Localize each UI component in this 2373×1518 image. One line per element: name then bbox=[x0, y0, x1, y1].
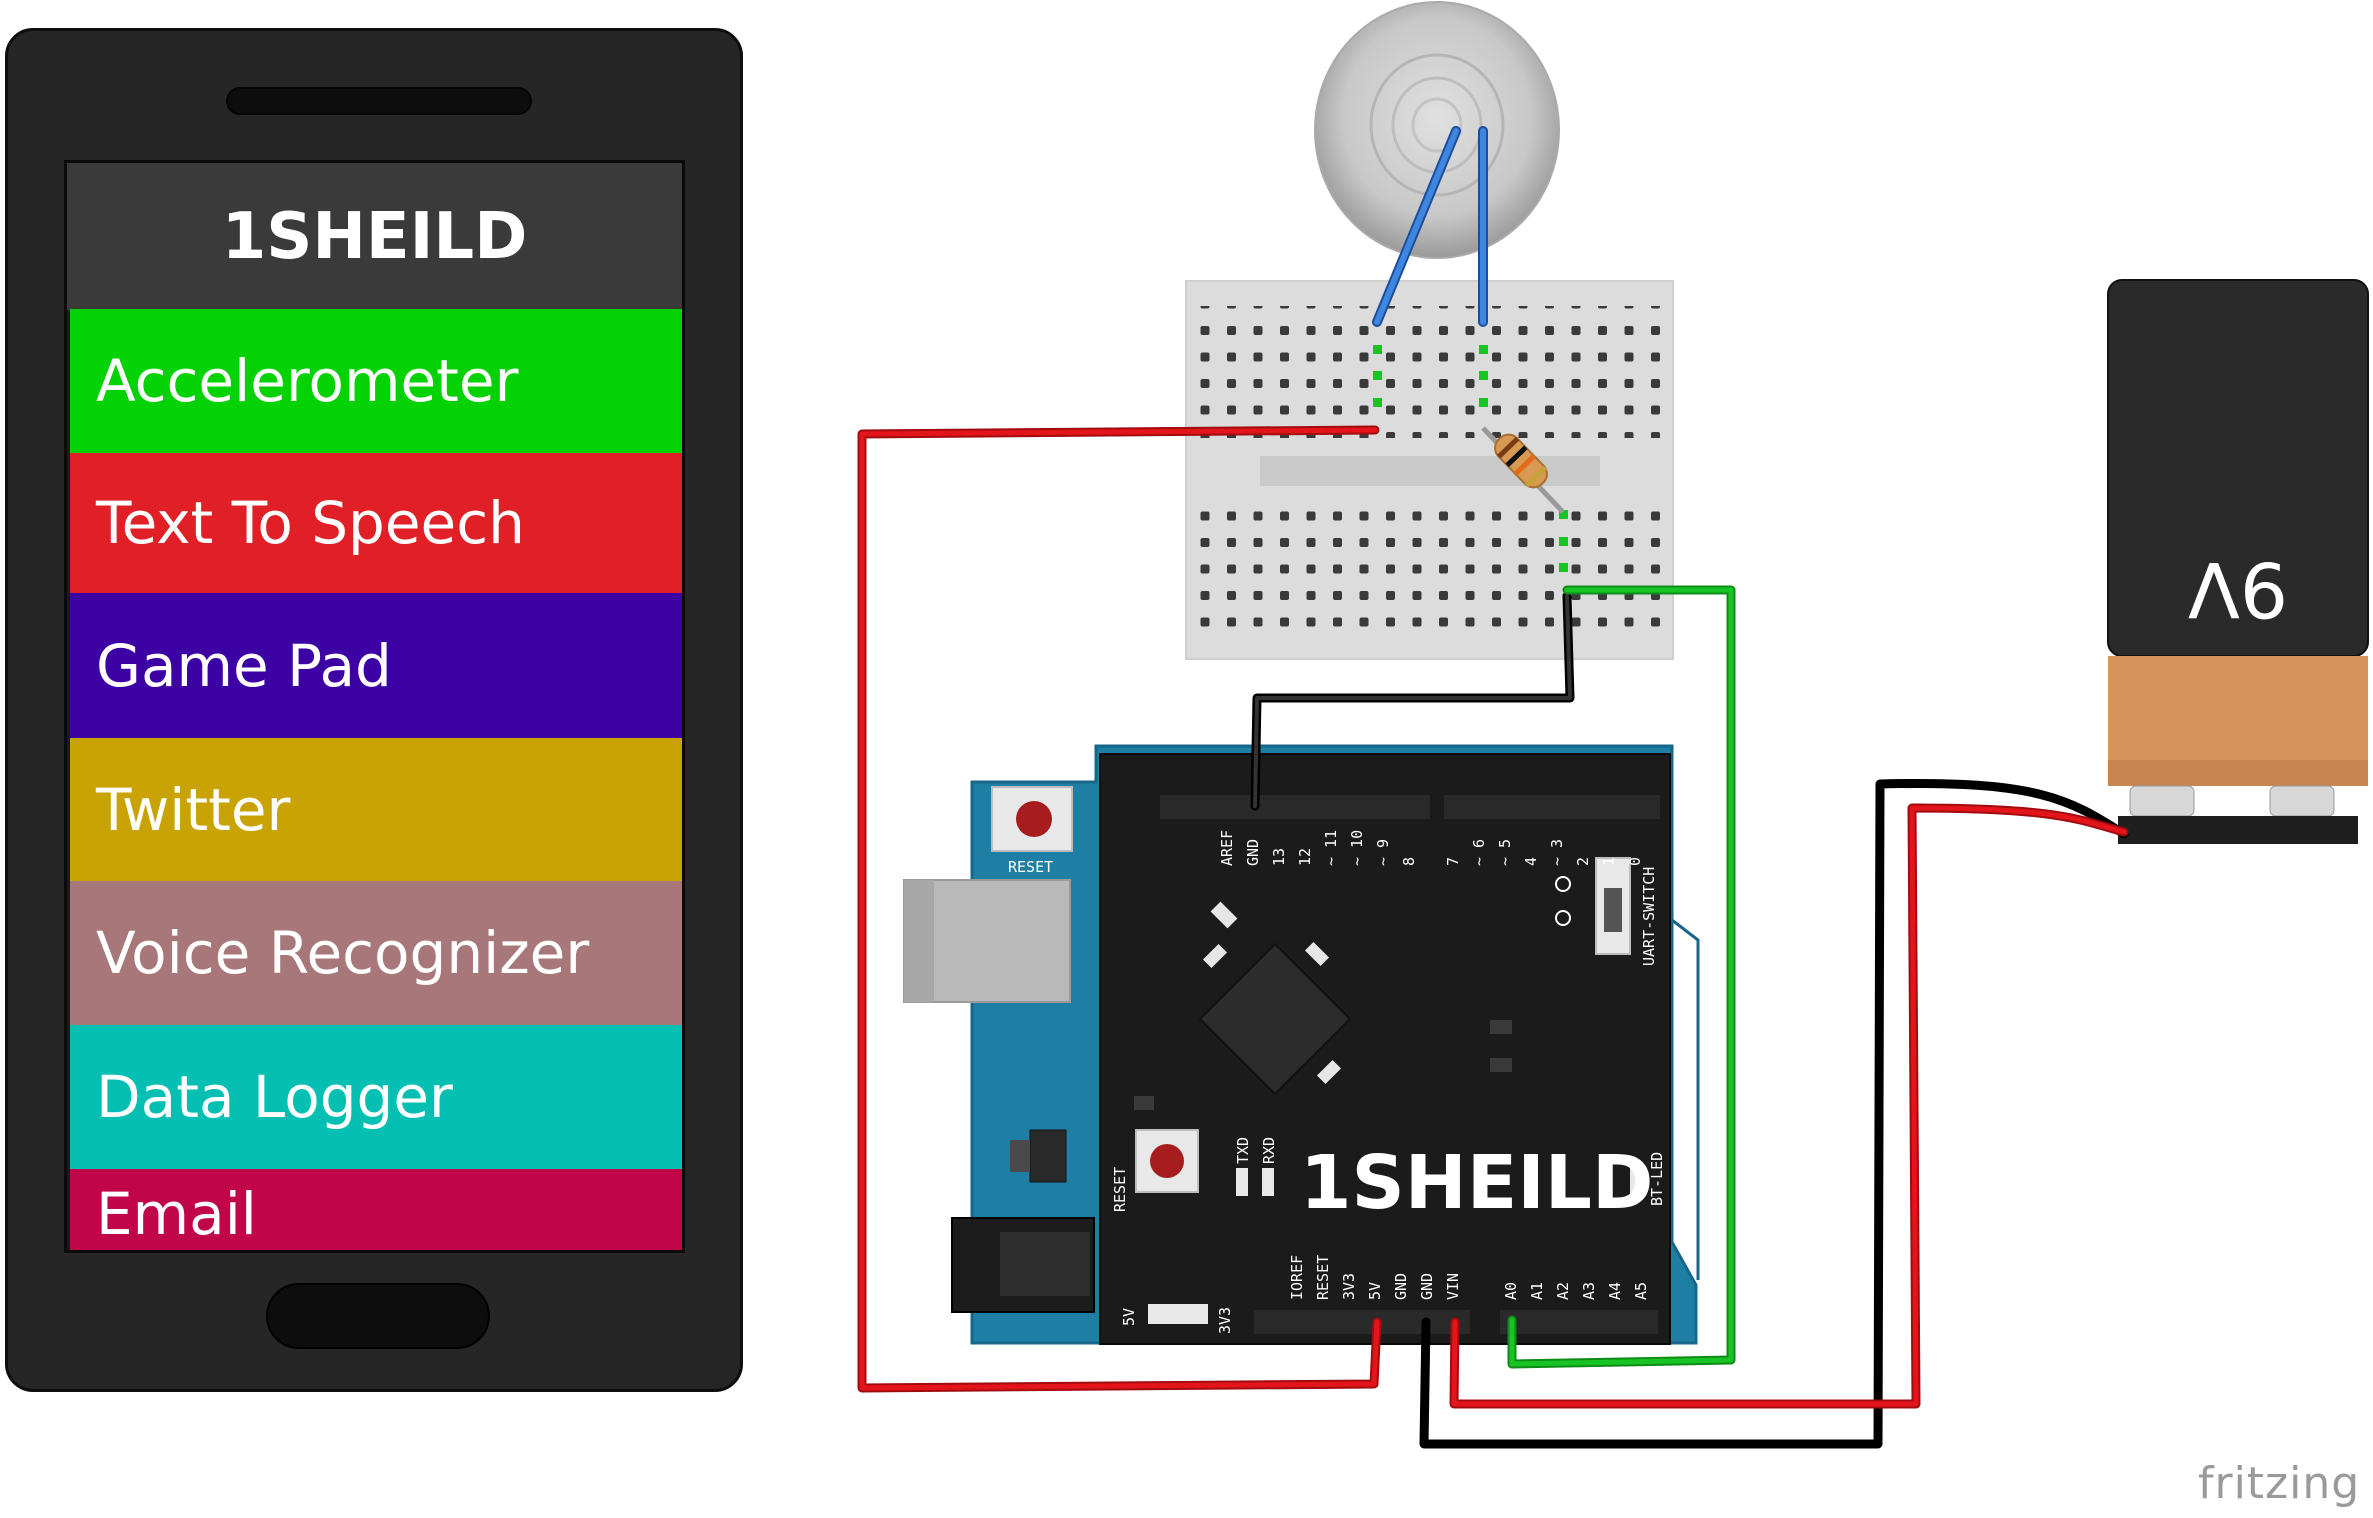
top-pin-label: ~ 9 bbox=[1374, 839, 1392, 866]
shield-logo-icon: 1SHEILD bbox=[1300, 1140, 1653, 1226]
top-pin-label: 1 bbox=[1600, 857, 1618, 866]
top-pin-label: 7 bbox=[1444, 857, 1462, 866]
bottom-pin-label: GND bbox=[1418, 1273, 1436, 1300]
menu-item-voice-recognizer[interactable]: Voice Recognizer bbox=[70, 881, 682, 1025]
bottom-pin-label: A3 bbox=[1580, 1282, 1598, 1300]
uart-switch[interactable] bbox=[1555, 857, 1631, 955]
v5-label: 5V bbox=[1120, 1308, 1138, 1326]
uart-label: UART-SWITCH bbox=[1640, 867, 1658, 966]
bottom-pin-label: RESET bbox=[1314, 1255, 1332, 1300]
v33-label: 3V3 bbox=[1216, 1307, 1234, 1334]
top-pin-label: 0 bbox=[1626, 857, 1644, 866]
battery-9v: 9V bbox=[2107, 279, 2369, 844]
top-pin-label: 8 bbox=[1400, 857, 1418, 866]
bottom-pin-label: IOREF bbox=[1288, 1255, 1306, 1300]
bottom-pin-label: VIN bbox=[1444, 1273, 1462, 1300]
top-pin-label: AREF bbox=[1218, 830, 1236, 866]
wire-black-battery bbox=[1419, 779, 2129, 1449]
power-jack-icon bbox=[951, 1217, 1095, 1313]
reset-label: RESET bbox=[1008, 858, 1053, 876]
bt-led-label: BT-LED bbox=[1648, 1152, 1666, 1206]
fritzing-watermark: fritzing bbox=[2198, 1458, 2361, 1509]
chip-icon bbox=[1198, 901, 1512, 1096]
top-header bbox=[1160, 795, 1660, 819]
rx-label: RXD bbox=[1260, 1137, 1278, 1164]
top-pin-label: ~ 6 bbox=[1470, 839, 1488, 866]
piezo-leads bbox=[1372, 126, 1488, 327]
tx-label: TXD bbox=[1234, 1137, 1252, 1164]
top-pin-label: GND bbox=[1244, 839, 1262, 866]
menu-item-twitter[interactable]: Twitter bbox=[70, 738, 682, 881]
bottom-pin-label: A5 bbox=[1632, 1282, 1650, 1300]
wires bbox=[857, 425, 2129, 1449]
bottom-pin-label: A0 bbox=[1502, 1282, 1520, 1300]
battery-label: 9V bbox=[2188, 545, 2288, 634]
usb-port-icon bbox=[903, 879, 1071, 1003]
breadboard bbox=[1185, 280, 1674, 660]
top-pin-label: ~ 11 bbox=[1322, 830, 1340, 866]
phone-speaker bbox=[226, 87, 532, 115]
menu-item-email[interactable]: Email bbox=[70, 1169, 682, 1250]
bottom-pin-label: A4 bbox=[1606, 1282, 1624, 1300]
bottom-pin-label: A2 bbox=[1554, 1282, 1572, 1300]
app-logo: 1SHEILD bbox=[67, 163, 682, 310]
top-pin-label: 2 bbox=[1574, 857, 1592, 866]
resistor-icon bbox=[1481, 426, 1565, 514]
bottom-pin-label: GND bbox=[1392, 1273, 1410, 1300]
top-pin-label: 4 bbox=[1522, 857, 1540, 866]
bottom-pin-label: 3V3 bbox=[1340, 1273, 1358, 1300]
home-button[interactable] bbox=[266, 1283, 490, 1349]
bottom-pin-label: A1 bbox=[1528, 1282, 1546, 1300]
reset-button[interactable] bbox=[1135, 1129, 1199, 1193]
menu-item-game-pad[interactable]: Game Pad bbox=[70, 593, 682, 738]
reset2-label: RESET bbox=[1111, 1167, 1129, 1212]
bottom-pin-label: 5V bbox=[1366, 1282, 1384, 1300]
top-pin-label: 13 bbox=[1270, 848, 1288, 866]
board-labels: RESET RESET UART-SWITCH BT-LED TXD RXD 5… bbox=[1008, 830, 1666, 1334]
app-logo-text: 1SHEILD bbox=[221, 199, 528, 274]
app-header: 1SHEILD bbox=[67, 163, 682, 310]
piezo-sensor-icon bbox=[1314, 1, 1560, 259]
menu-item-text-to-speech[interactable]: Text To Speech bbox=[70, 453, 682, 593]
onesheeld-shield bbox=[991, 753, 1671, 1345]
top-pin-label: ~ 10 bbox=[1348, 830, 1366, 866]
top-pin-label: 12 bbox=[1296, 848, 1314, 866]
top-pin-label: ~ 3 bbox=[1548, 839, 1566, 866]
top-pin-label: ~ 5 bbox=[1496, 839, 1514, 866]
menu-item-accelerometer[interactable]: Accelerometer bbox=[70, 309, 682, 453]
menu-item-data-logger[interactable]: Data Logger bbox=[70, 1025, 682, 1169]
